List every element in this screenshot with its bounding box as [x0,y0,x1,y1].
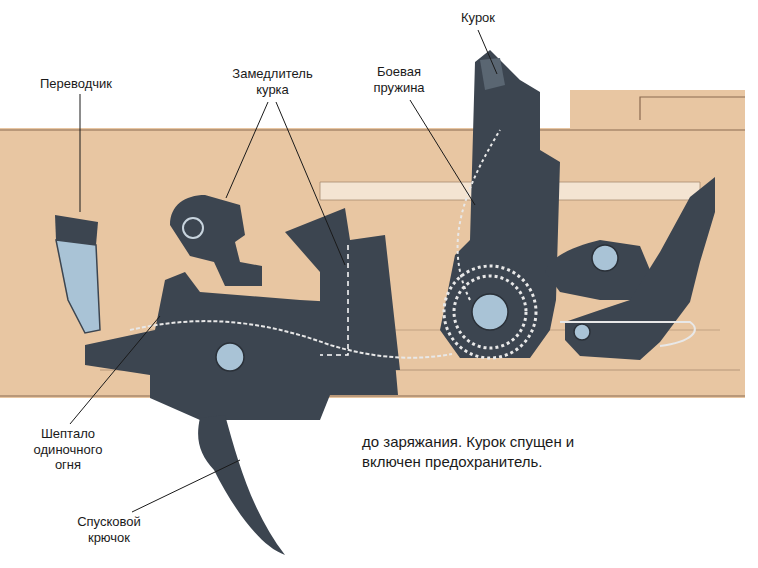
caption: до заряжания. Курок спущен и включен пре… [362,432,624,471]
part-label: Боевая пружина [366,64,432,95]
selector [56,240,100,333]
axis-pin [592,245,618,271]
trigger [198,415,285,555]
axis-pin [216,343,244,371]
hammer-retarder [285,208,400,370]
mainspring [458,130,500,300]
axis-pin [574,324,590,340]
hammer [440,50,560,358]
auto-sear-lever [565,177,715,360]
hammer-retarder [170,195,262,286]
auto-sear [545,240,650,300]
receiver-notch [640,97,745,120]
part-label: Шептало одиночного огня [22,426,114,473]
auto-sear-spring [560,322,695,346]
leader-line [276,102,345,265]
part-label: Замедлитель курка [225,66,320,97]
receiver-edge [0,129,745,130]
receiver-top [570,90,745,128]
leader-line [410,100,475,205]
leader-line [478,30,497,74]
axis-pin [472,294,508,330]
receiver-edge [0,395,745,396]
part-label: Курок [448,10,508,26]
leader-line [226,102,268,198]
leader-line [80,94,81,212]
trigger-spring [130,321,452,358]
axis-pin [183,218,203,238]
part-label: Спусковой крючок [60,514,158,545]
leader-line [70,316,160,424]
part-label: Переводчик [40,76,130,92]
mainspring-coil [444,266,536,358]
leader-line [132,460,240,512]
